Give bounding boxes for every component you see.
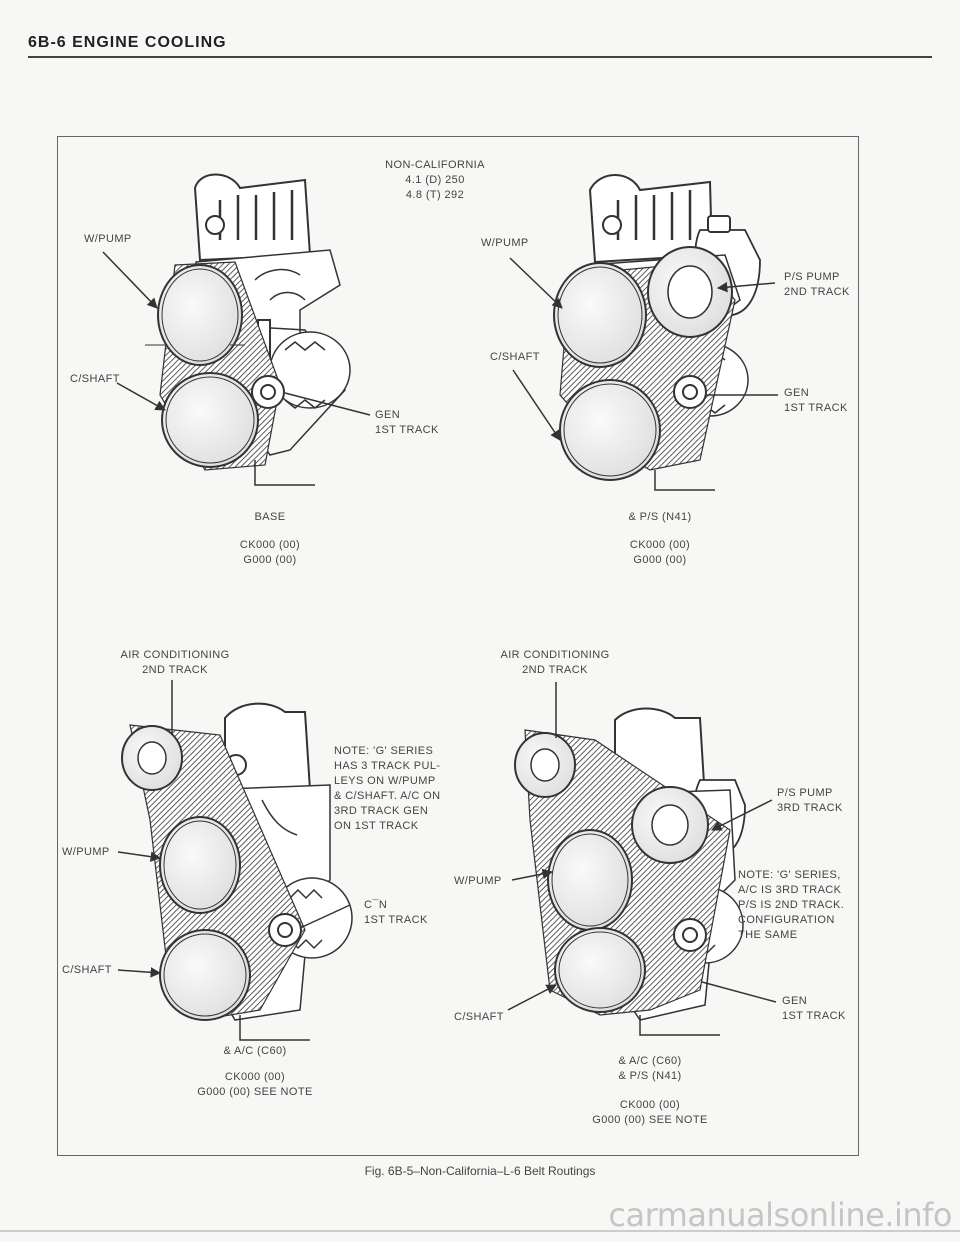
diagram-ac [121, 702, 353, 1041]
d4-ps-label: P/S PUMP 3RD TRACK [777, 787, 843, 814]
d2-models: CK000 (00) G000 (00) [629, 539, 691, 566]
d4-cshaft-label: C/SHAFT [454, 1011, 504, 1023]
diagram-ps-leaders [509, 257, 778, 441]
d3-models: CK000 (00) G000 (00) SEE NOTE [197, 1071, 313, 1098]
header-rule [28, 56, 932, 58]
title-line: 4.1 (D) 250 [405, 174, 465, 186]
d1-cshaft-label: C/SHAFT [70, 373, 120, 385]
d1-models: CK000 (00) G000 (00) [239, 539, 301, 566]
d4-gen-label: GEN 1ST TRACK [782, 995, 846, 1022]
bottom-rule [0, 1230, 960, 1232]
diagram-ps [553, 174, 761, 491]
d3-ac-label: AIR CONDITIONING 2ND TRACK [120, 649, 230, 676]
page-header: 6B-6 ENGINE COOLING [28, 34, 227, 51]
d2-gen-label: GEN 1ST TRACK [784, 387, 848, 414]
title-line: 4.8 (T) 292 [405, 189, 465, 201]
figure-caption: Fig. 6B-5–Non-California–L-6 Belt Routin… [364, 1164, 596, 1178]
d1-gen-label: GEN 1ST TRACK [375, 409, 439, 436]
d2-wpump-label: W/PUMP [481, 237, 529, 249]
diagram-base [145, 173, 351, 486]
diagram-ac-ps-leaders [507, 682, 777, 1011]
figure-frame [57, 136, 859, 1156]
d2-title: & P/S (N41) [628, 511, 692, 523]
title-line: NON-CALIFORNIA [385, 159, 485, 171]
d4-ac-label: AIR CONDITIONING 2ND TRACK [500, 649, 610, 676]
watermark: carmanualsonline.info [608, 1196, 952, 1234]
d4-models: CK000 (00) G000 (00) SEE NOTE [592, 1099, 708, 1126]
d3-note: NOTE: 'G' SERIES HAS 3 TRACK PUL- LEYS O… [334, 745, 441, 832]
d1-wpump-label: W/PUMP [84, 233, 132, 245]
d4-wpump-label: W/PUMP [454, 875, 502, 887]
d1-title: BASE [254, 511, 286, 523]
d3-wpump-label: W/PUMP [62, 846, 110, 858]
d3-gen-label: C¯N 1ST TRACK [364, 899, 428, 926]
d2-ps-label: P/S PUMP 2ND TRACK [784, 271, 850, 298]
diagram-ac-ps [514, 707, 746, 1036]
d4-title: & A/C (C60) & P/S (N41) [618, 1055, 682, 1082]
d4-note: NOTE: 'G' SERIES, A/C IS 3RD TRACK P/S I… [738, 869, 845, 941]
d2-cshaft-label: C/SHAFT [490, 351, 540, 363]
d3-title: & A/C (C60) [223, 1045, 287, 1057]
diagram-ac-leaders [117, 680, 351, 978]
d3-cshaft-label: C/SHAFT [62, 964, 112, 976]
non-california-title: NON-CALIFORNIA 4.1 (D) 250 4.8 (T) 292 [360, 158, 510, 203]
diagram-base-leaders [102, 251, 371, 416]
